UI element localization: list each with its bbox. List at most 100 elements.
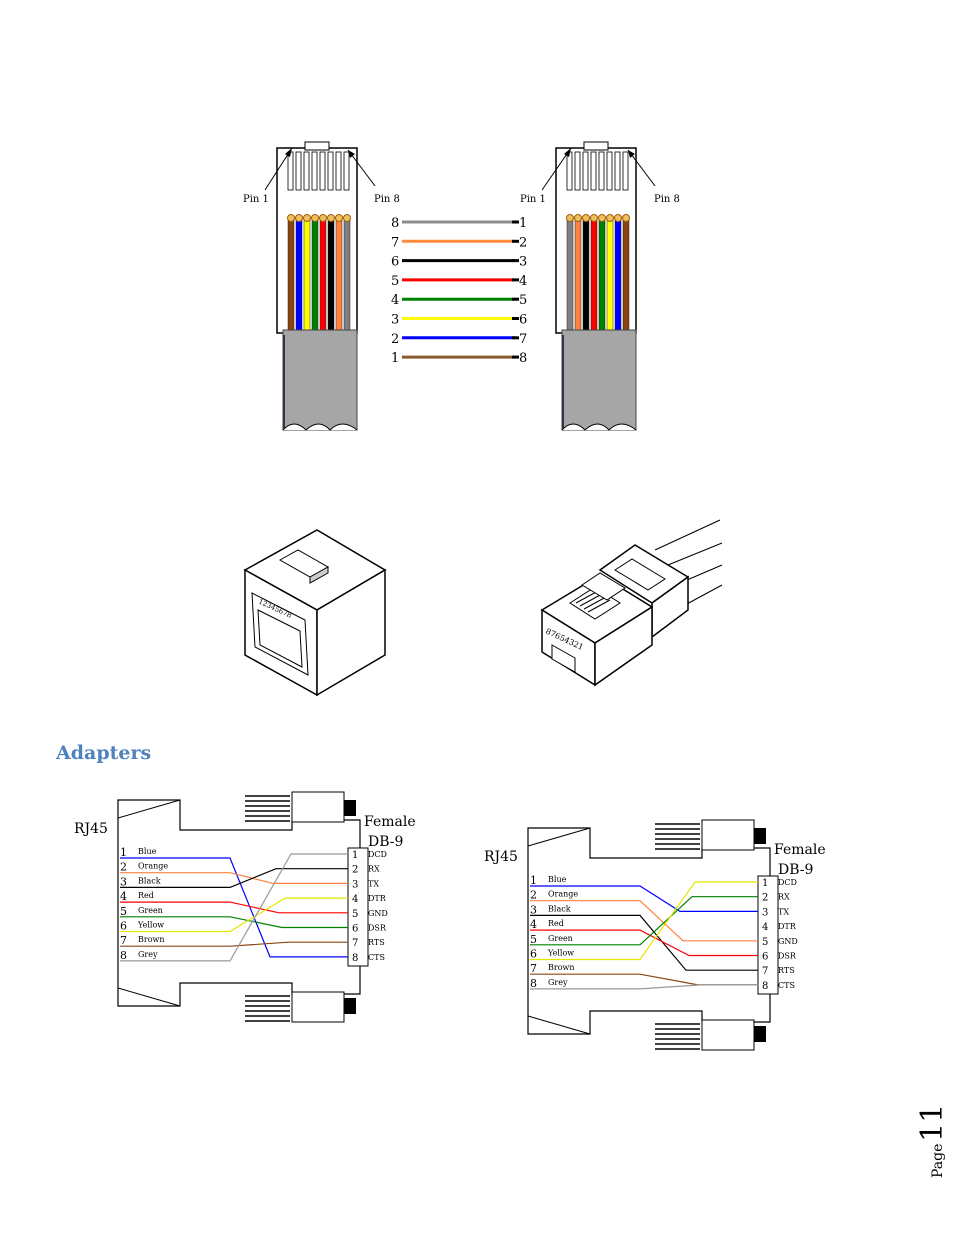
db9-pin-number: 5 xyxy=(762,937,768,948)
edge xyxy=(527,827,591,847)
rj45-pin-number: 8 xyxy=(530,977,537,990)
crossover-right-pin: 3 xyxy=(519,255,527,270)
db9-pin-number: 2 xyxy=(762,893,768,904)
wire-tip xyxy=(566,214,574,222)
rj45-pin-name: Red xyxy=(548,919,564,928)
rj45-pin-name: Yellow xyxy=(547,949,574,958)
adapter-wire xyxy=(180,857,348,958)
adapter-body xyxy=(117,791,369,1023)
screw-bottom xyxy=(754,1026,766,1042)
female-label: Female xyxy=(364,814,416,830)
rj45-pin-number: 5 xyxy=(530,933,537,946)
rj45-coupler-drawing: 12345678 xyxy=(243,529,387,697)
plug-wire xyxy=(335,217,343,331)
db9-pin-name: DCD xyxy=(778,878,797,887)
db9-pin-name: GND xyxy=(368,909,388,918)
plug-contact xyxy=(327,151,334,191)
crossover-right-pin: 2 xyxy=(519,235,527,250)
plug-wire xyxy=(614,217,622,331)
pin1-label-left: Pin 1 xyxy=(243,194,269,205)
plug-wire xyxy=(566,217,574,331)
db9-label: DB-9 xyxy=(778,862,813,878)
rj45-pin-name: Brown xyxy=(548,963,575,972)
plug-contact xyxy=(582,151,589,191)
crossover-right-pin: 6 xyxy=(519,313,527,328)
db9-pin-name: RTS xyxy=(368,938,385,947)
pin8-label-left: Pin 8 xyxy=(374,194,400,205)
rj45-pin-name: Orange xyxy=(548,890,578,899)
wire-tip xyxy=(319,214,327,222)
db9-pin-name: RTS xyxy=(778,966,795,975)
rj45-pin-name: Brown xyxy=(138,935,165,944)
db9-pin-name: DSR xyxy=(368,924,387,933)
db9-pin-name: RX xyxy=(778,893,790,902)
adapter-outline xyxy=(527,827,771,1035)
plug-contact xyxy=(606,151,613,191)
connector-top xyxy=(291,791,345,823)
db9-pin-name: TX xyxy=(368,879,379,888)
adapters-heading: Adapters xyxy=(56,742,152,764)
db9-pin-number: 3 xyxy=(762,907,768,918)
crossover-left-pin: 3 xyxy=(391,313,399,328)
wire-tip xyxy=(303,214,311,222)
plug-contact xyxy=(311,151,318,191)
plug-contact xyxy=(622,151,629,191)
wire-tip xyxy=(295,214,303,222)
adapter-wire xyxy=(590,885,758,912)
crossover-right-pin: 5 xyxy=(519,293,527,308)
pin1-label-right: Pin 1 xyxy=(520,194,546,205)
plug-wire xyxy=(606,217,614,331)
plug-wire xyxy=(319,217,327,331)
rj45-pin-number: 1 xyxy=(530,874,537,887)
plug-wire xyxy=(311,217,319,331)
rj45-label: RJ45 xyxy=(484,849,518,865)
rj45-pin-name: Blue xyxy=(548,875,567,884)
plug-contact xyxy=(598,151,605,191)
db9-pin-name: DTR xyxy=(778,922,797,931)
db9-pin-number: 8 xyxy=(762,981,768,992)
wire-tip xyxy=(582,214,590,222)
wire-tip xyxy=(287,214,295,222)
rj45-pin-number: 2 xyxy=(120,861,127,874)
db9-pin-name: CTS xyxy=(368,953,385,962)
rj45-pin-name: Grey xyxy=(548,978,568,987)
adapter-wire xyxy=(590,929,758,957)
plug-wire xyxy=(598,217,606,331)
crossover-left-pin: 2 xyxy=(391,332,399,347)
rj45-pin-name: Red xyxy=(138,891,154,900)
pin8-label-right: Pin 8 xyxy=(654,194,680,205)
rj45-pin-name: Orange xyxy=(138,862,168,871)
crossover-right-pin: 4 xyxy=(519,274,527,289)
db9-pin-name: DTR xyxy=(368,894,387,903)
db9-pin-number: 5 xyxy=(352,909,358,920)
wire-tip xyxy=(343,214,351,222)
adapter-wire xyxy=(590,896,758,946)
adapter-wire xyxy=(180,941,348,947)
adapter-wire xyxy=(590,881,758,961)
crossover-left-pin: 5 xyxy=(391,274,399,289)
left-rj45-plug xyxy=(276,141,358,431)
crossover-left-pin: 8 xyxy=(391,216,399,231)
rj45-pin-name: Black xyxy=(548,904,571,913)
rj45-pin-number: 3 xyxy=(530,903,537,916)
adapter-wire xyxy=(180,901,348,914)
rj45-pin-name: Black xyxy=(138,876,161,885)
adapter-wire xyxy=(590,984,758,990)
db9-pin-number: 3 xyxy=(352,879,358,890)
db9-pin-number: 7 xyxy=(762,966,768,977)
db9-pin-number: 4 xyxy=(762,922,768,933)
adapter-wire xyxy=(590,914,758,971)
rj45-pin-number: 2 xyxy=(530,889,537,902)
rj45-pin-name: Green xyxy=(138,906,163,915)
plug-contact xyxy=(335,151,342,191)
adapter-outline xyxy=(117,799,361,1007)
rj45-pin-name: Yellow xyxy=(137,921,164,930)
db9-pin-number: 7 xyxy=(352,938,358,949)
plug-wire xyxy=(622,217,630,331)
db9-label: DB-9 xyxy=(368,834,403,850)
plug-contact xyxy=(614,151,621,191)
plug-wire xyxy=(295,217,303,331)
wire-tip xyxy=(327,214,335,222)
